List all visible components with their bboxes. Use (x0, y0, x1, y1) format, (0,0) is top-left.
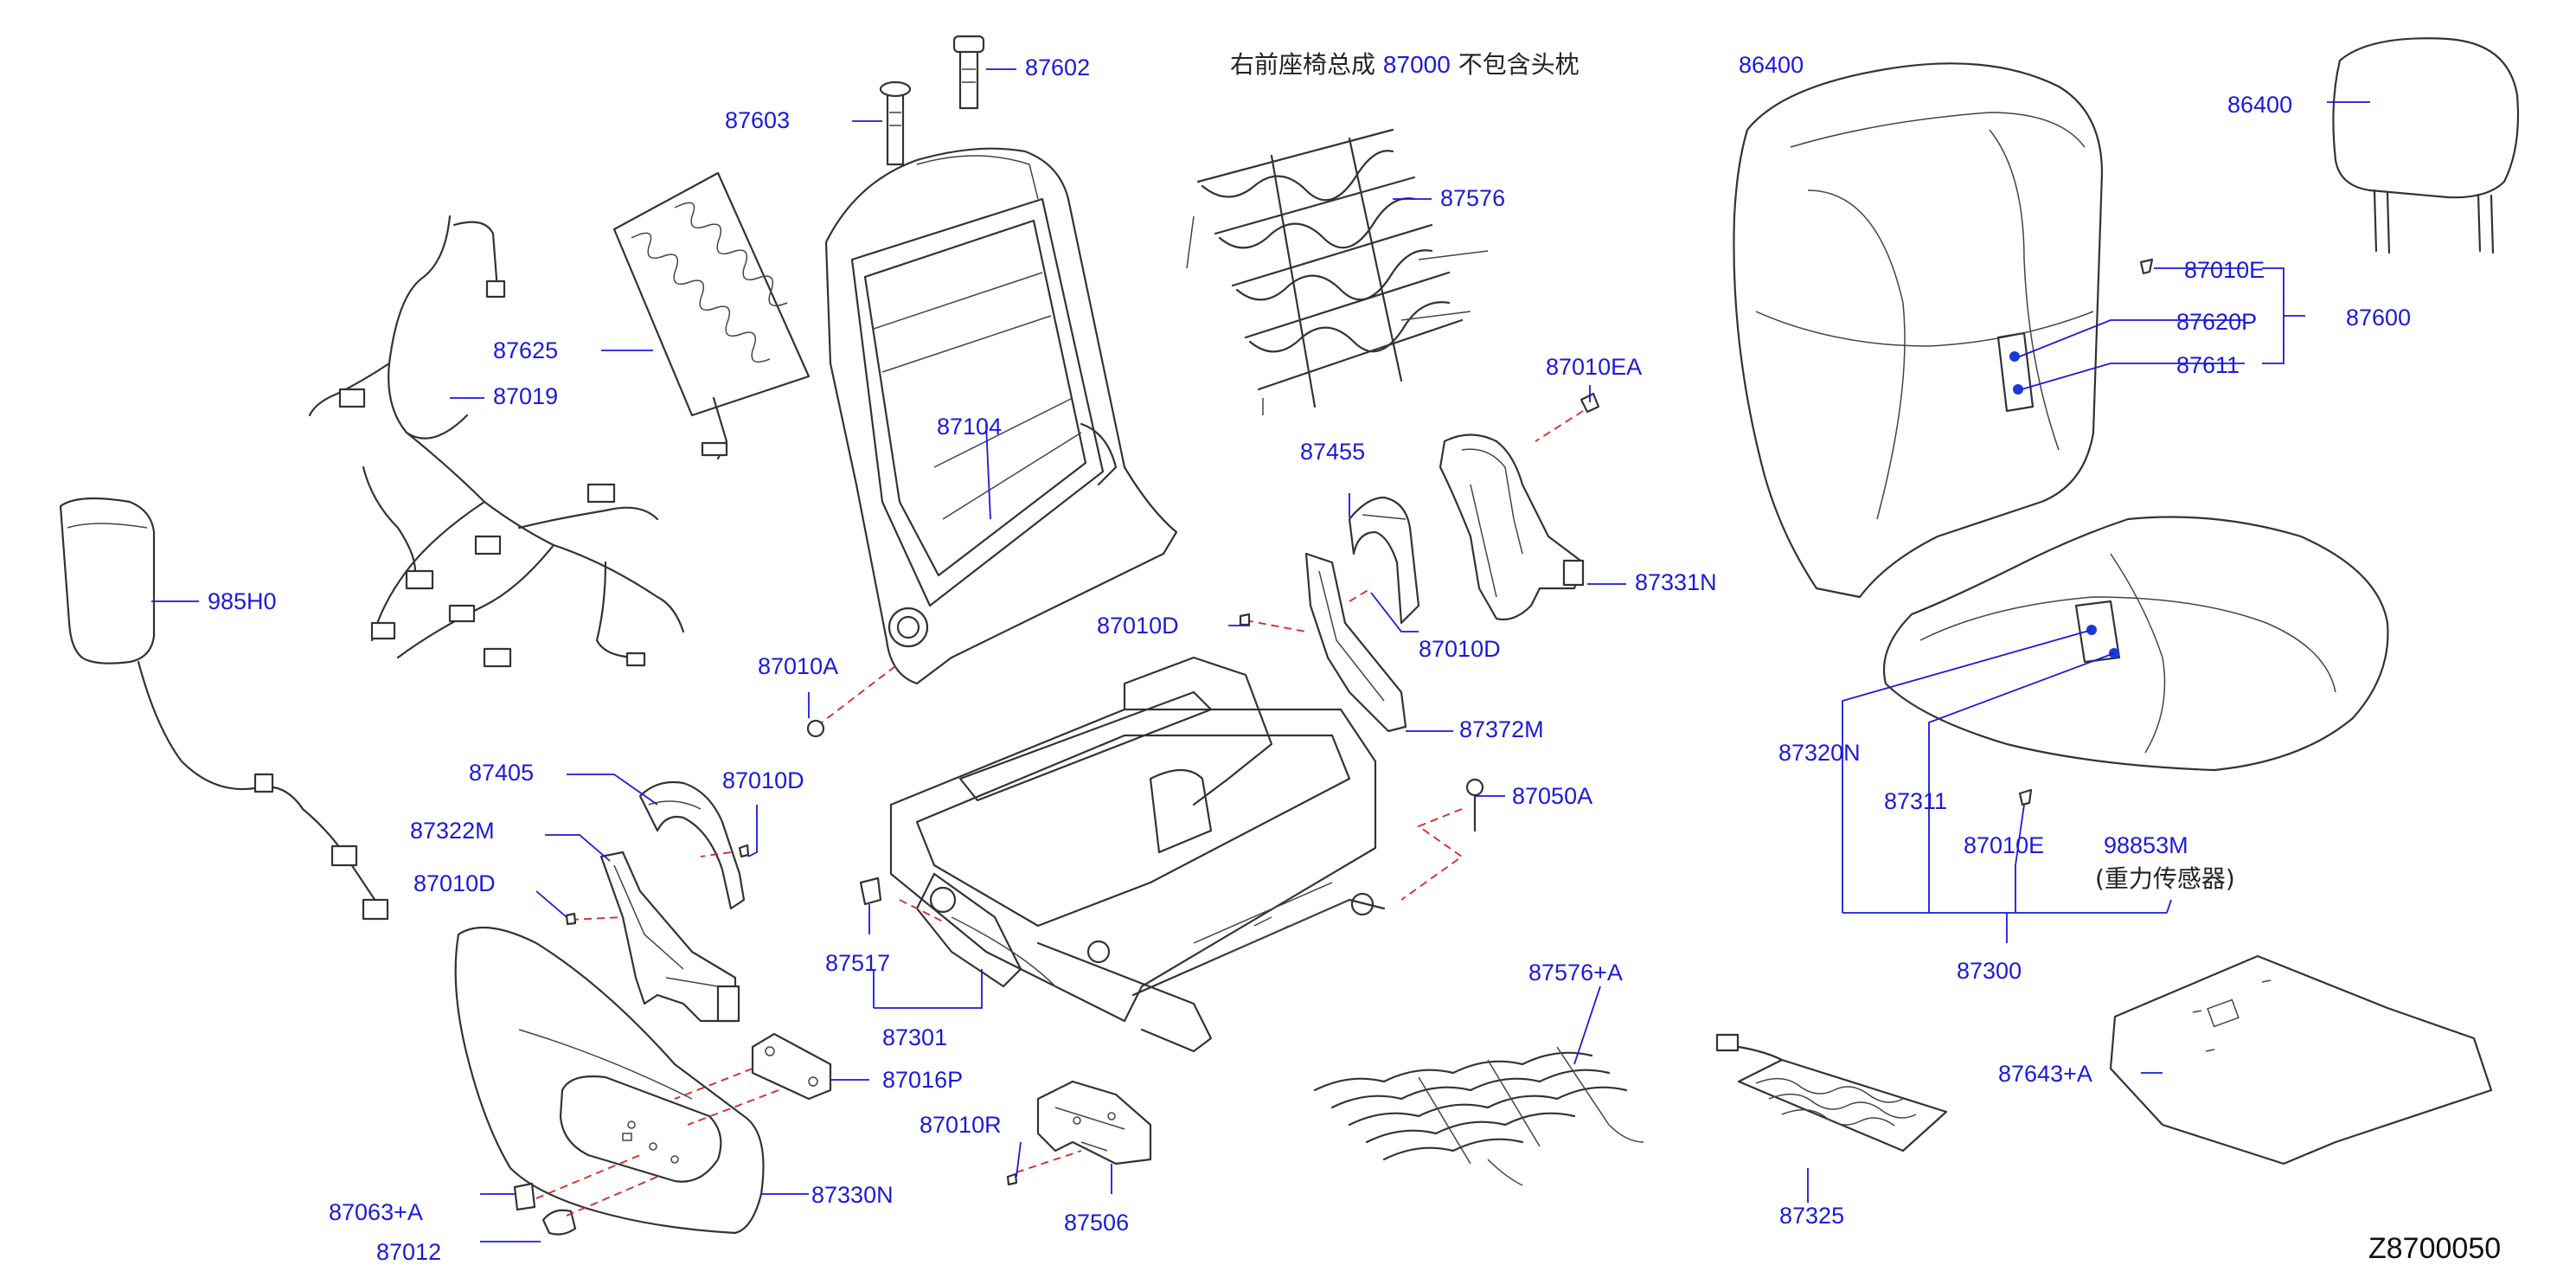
part-label-86400-cover[interactable]: 86400 (1739, 52, 1804, 78)
clip-87517 (859, 876, 882, 906)
part-label-87603[interactable]: 87603 (725, 107, 791, 133)
part-label-87301[interactable]: 87301 (882, 1024, 948, 1050)
weight-sensor-note: (重力传感器) (2095, 864, 2235, 893)
part-label-87372M[interactable]: 87372M (1459, 716, 1544, 742)
bracket-87455 (1348, 496, 1420, 625)
fastener-lines (535, 410, 1584, 1217)
seatback-spring-87576 (1186, 128, 1489, 415)
wire-harness-87019 (308, 215, 685, 668)
part-label-87576A[interactable]: 87576+A (1528, 960, 1623, 985)
clip-87010E-upper (2139, 258, 2154, 275)
clip-87010E-lower (2018, 788, 2033, 806)
part-label-87325[interactable]: 87325 (1779, 1203, 1845, 1229)
part-label-87320N[interactable]: 87320N (1778, 740, 1861, 766)
bracket-87506 (1036, 1080, 1152, 1165)
cushion-spring-87576A (1313, 1046, 1644, 1186)
part-label-87016P[interactable]: 87016P (882, 1067, 964, 1093)
bracket-87322M (599, 851, 740, 1023)
part-label-87331N[interactable]: 87331N (1635, 569, 1717, 595)
seat-cushion-cover-87320N (1882, 516, 2389, 772)
part-label-87010D-b[interactable]: 87010D (1419, 636, 1501, 662)
part-label-98853M[interactable]: 98853M (2104, 832, 2188, 858)
part-label-87643A[interactable]: 87643+A (1998, 1061, 2092, 1087)
part-label-87405[interactable]: 87405 (469, 760, 535, 786)
part-label-87010R[interactable]: 87010R (920, 1112, 1002, 1138)
part-label-87010D-a[interactable]: 87010D (1097, 613, 1179, 639)
switch-87016P (751, 1032, 832, 1101)
bracket-87405 (638, 780, 746, 910)
side-airbag-985H0 (59, 497, 389, 921)
assembly-number[interactable]: 87000 (1382, 51, 1451, 78)
side-trim-cover-87330N (454, 926, 765, 1235)
seatback-cover-86400 (1733, 62, 2104, 599)
part-label-87010EA[interactable]: 87010EA (1546, 354, 1643, 380)
part-label-86400-headrest[interactable]: 86400 (2227, 92, 2293, 118)
knob-87012 (541, 1209, 577, 1236)
part-label-87010E-a[interactable]: 87010E (2184, 257, 2265, 283)
headrest-guide-87602 (952, 35, 985, 110)
part-label-87311[interactable]: 87311 (1884, 788, 1948, 814)
assembly-title-suffix: 不包含头枕 (1458, 50, 1580, 79)
part-label-87455[interactable]: 87455 (1300, 439, 1366, 465)
part-label-87012[interactable]: 87012 (376, 1239, 442, 1265)
part-label-985H0[interactable]: 985H0 (208, 588, 277, 614)
part-label-87010E-b[interactable]: 87010E (1964, 832, 2045, 858)
trim-87372M (1304, 552, 1407, 733)
part-label-87010D-c[interactable]: 87010D (722, 767, 804, 793)
assembly-title-prefix: 右前座椅总成 (1230, 50, 1376, 79)
knob-87063A (513, 1182, 536, 1211)
leader-lines (151, 68, 2370, 1242)
seatback-frame-87104 (824, 147, 1178, 685)
part-label-87330N[interactable]: 87330N (811, 1182, 894, 1208)
part-label-87620P[interactable]: 87620P (2176, 309, 2258, 335)
part-label-87506[interactable]: 87506 (1064, 1210, 1130, 1236)
part-label-87322M[interactable]: 87322M (410, 818, 495, 844)
fasteners (565, 392, 1600, 1186)
seat-cushion-frame-87301 (889, 656, 1386, 1053)
mat-87643A (2109, 954, 2493, 1165)
part-label-87576[interactable]: 87576 (1440, 185, 1506, 211)
part-label-87010A[interactable]: 87010A (758, 653, 839, 679)
part-label-87611[interactable]: 87611 (2176, 352, 2240, 378)
part-label-87019[interactable]: 87019 (493, 383, 559, 409)
part-label-87300[interactable]: 87300 (1957, 958, 2022, 984)
part-label-87625[interactable]: 87625 (493, 337, 559, 363)
part-label-87600[interactable]: 87600 (2346, 305, 2412, 331)
heater-mat-87325 (1715, 1033, 1948, 1152)
part-label-87010D-d[interactable]: 87010D (413, 870, 496, 896)
diagram-id: Z8700050 (2368, 1232, 2502, 1265)
seat-heater-87625 (612, 171, 811, 460)
part-label-87517[interactable]: 87517 (825, 950, 891, 976)
part-label-87063A[interactable]: 87063+A (329, 1199, 423, 1225)
headrest-86400 (2332, 37, 2520, 254)
part-label-87602[interactable]: 87602 (1025, 55, 1091, 80)
part-label-87104[interactable]: 87104 (937, 414, 1003, 440)
headrest-guide-87603 (879, 80, 912, 166)
assembly-title: 右前座椅总成 87000 不包含头枕 (1230, 52, 1580, 78)
part-label-87050A[interactable]: 87050A (1512, 783, 1593, 809)
side-shield-87331N (1439, 433, 1585, 621)
